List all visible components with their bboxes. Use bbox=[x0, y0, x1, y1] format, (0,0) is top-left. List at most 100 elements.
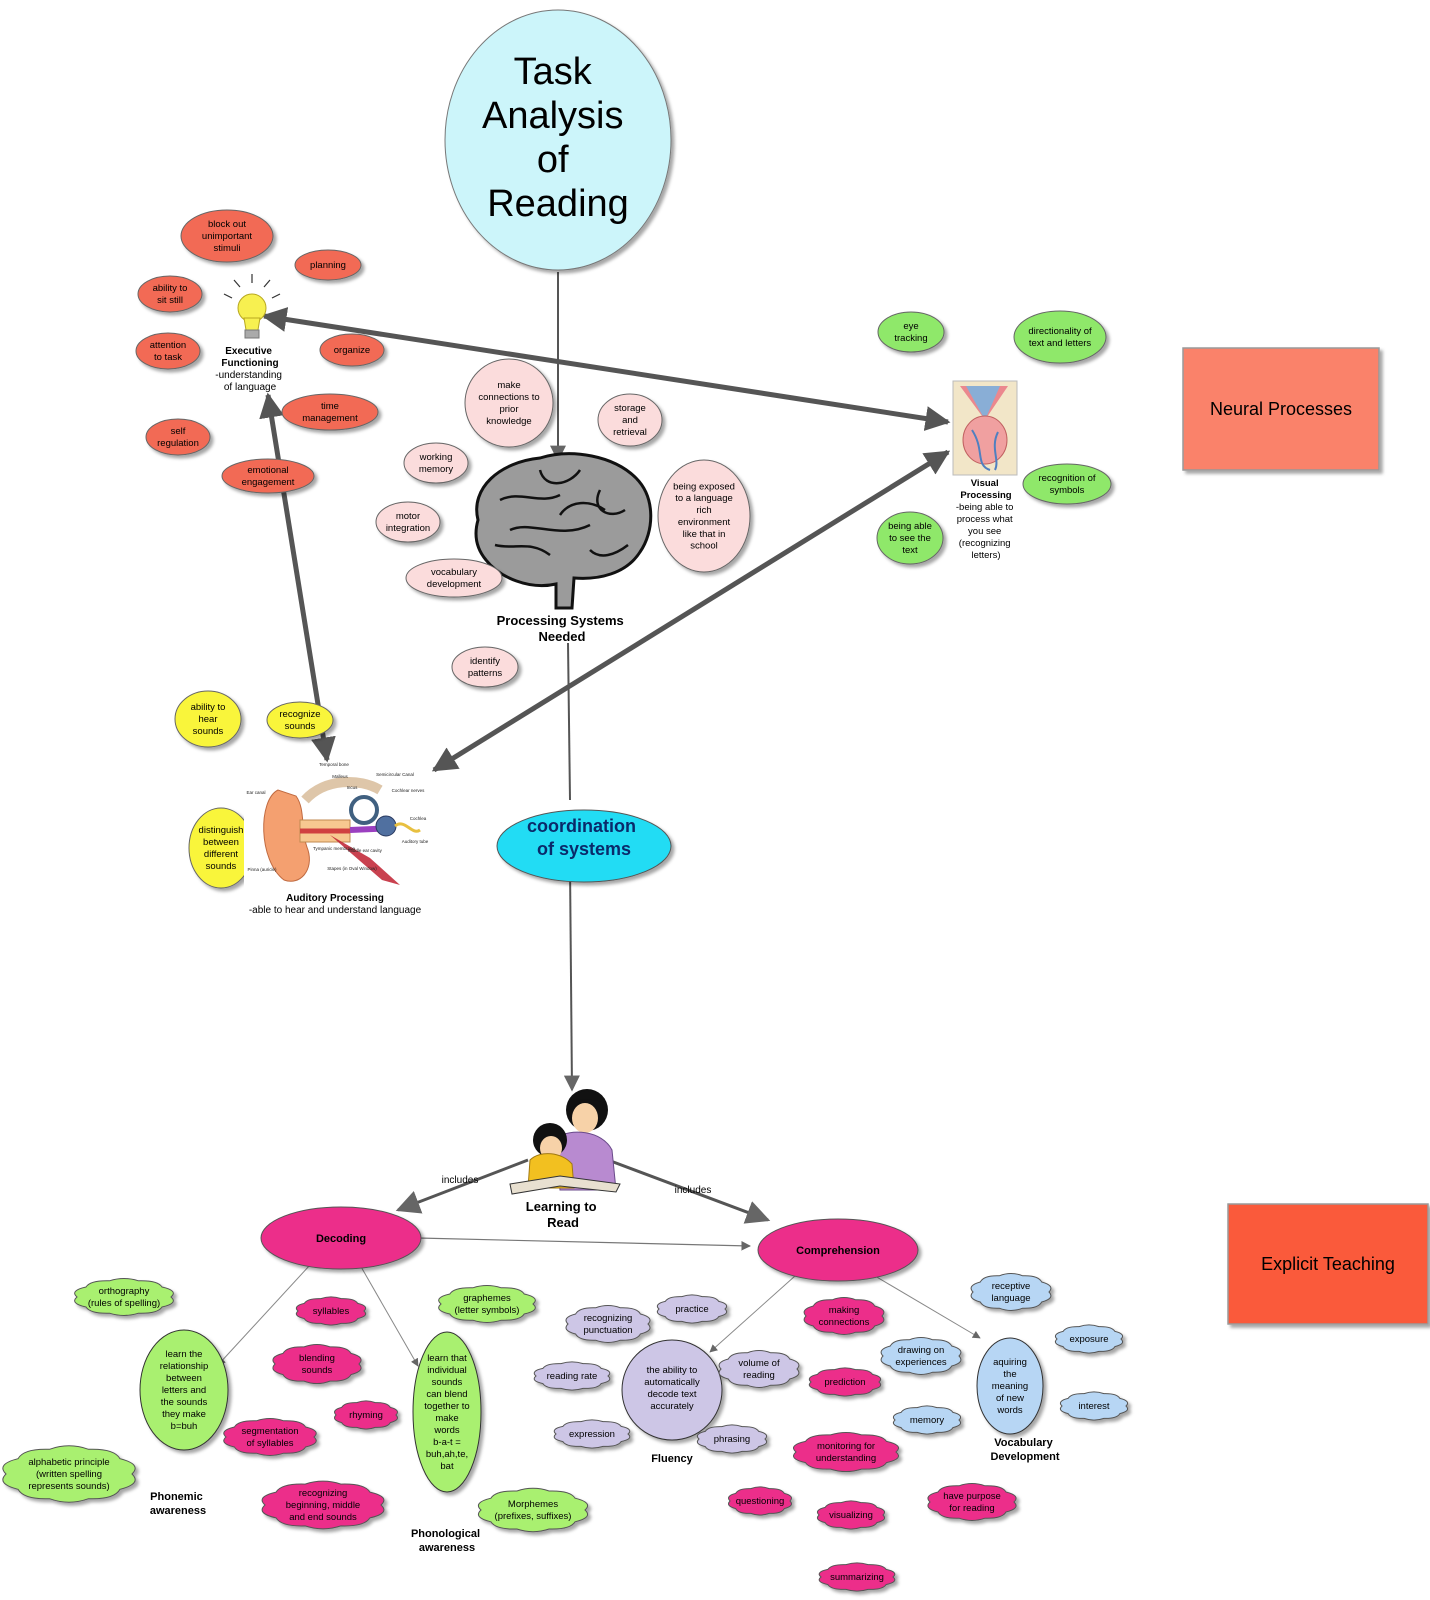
processing-node-line: retrieval bbox=[613, 427, 647, 438]
fluency-cloud-line: punctuation bbox=[583, 1325, 632, 1336]
processing-node-shape bbox=[451, 646, 519, 688]
comprehension-node bbox=[757, 1218, 919, 1282]
executive-node-shape bbox=[145, 418, 211, 456]
vocab-line: the bbox=[1003, 1369, 1016, 1380]
executive-node-shape bbox=[319, 333, 385, 367]
auditory-node-line: sounds bbox=[193, 726, 224, 737]
comprehension-pink-cloud-shape bbox=[818, 1562, 896, 1592]
phonemic-line: b=buh bbox=[171, 1421, 198, 1432]
fluency-cloud-line: volume of bbox=[738, 1358, 780, 1369]
comprehension-pink-cloud-shape bbox=[816, 1500, 886, 1530]
title-text: Task Analysis of Reading bbox=[482, 51, 634, 225]
executive-desc: -understanding of language bbox=[215, 370, 285, 393]
explicit-teaching-text: Explicit Teaching bbox=[1261, 1254, 1395, 1274]
comprehension-pink-cloud-text: summarizing bbox=[830, 1572, 884, 1583]
comprehension-pink-cloud-line: questioning bbox=[736, 1496, 785, 1507]
phonological-label: Phonological awareness bbox=[411, 1528, 483, 1554]
fluency-line: accurately bbox=[650, 1401, 694, 1412]
fluency-cloud: reading rate bbox=[533, 1361, 611, 1391]
fluency-line: decode text bbox=[647, 1389, 696, 1400]
vocab-node bbox=[976, 1337, 1044, 1435]
green-cloud-text: Morphemes(prefixes, suffixes) bbox=[495, 1499, 572, 1522]
vocab-cloud-text: exposure bbox=[1069, 1334, 1108, 1345]
comprehension-pink-cloud-text: questioning bbox=[736, 1496, 785, 1507]
fluency-cloud-shape bbox=[718, 1350, 800, 1388]
executive-node-line: block out bbox=[208, 219, 246, 230]
fluency-cloud: practice bbox=[656, 1294, 728, 1324]
processing-node-line: knowledge bbox=[486, 416, 531, 427]
comprehension-pink-cloud-shape bbox=[728, 1486, 792, 1516]
vocab-cloud: memory bbox=[892, 1405, 962, 1435]
fluency-cloud-shape bbox=[565, 1305, 651, 1343]
phonological-line: bat bbox=[440, 1461, 454, 1472]
comprehension-pink-cloud-line: for reading bbox=[949, 1503, 994, 1514]
brain-icon bbox=[474, 452, 653, 610]
decoding-pink-cloud-text: syllables bbox=[313, 1306, 350, 1317]
visual-label: Visual Processing bbox=[960, 478, 1011, 501]
vocab-cloud-shape bbox=[1054, 1324, 1124, 1354]
vocab-line: meaning bbox=[992, 1381, 1028, 1392]
decoding-pink-cloud-line: segmentation bbox=[241, 1426, 298, 1437]
green-cloud-shape bbox=[2, 1445, 136, 1503]
vocab-cloud-line: drawing on bbox=[898, 1345, 944, 1356]
green-cloud-line: orthography bbox=[99, 1286, 150, 1297]
processing-node-line: like that in bbox=[683, 529, 726, 540]
comprehension-pink-cloud-line: prediction bbox=[824, 1377, 865, 1388]
processing-node-line: memory bbox=[419, 464, 454, 475]
comprehension-pink-cloud-line: monitoring for bbox=[817, 1441, 875, 1452]
phonological-line: make bbox=[435, 1413, 458, 1424]
comprehension-pink-cloud-line: visualizing bbox=[829, 1510, 873, 1521]
decoding-pink-cloud-shape bbox=[272, 1343, 362, 1385]
green-cloud-line: (written spelling bbox=[36, 1469, 102, 1480]
fluency-cloud: expression bbox=[553, 1419, 631, 1449]
processing-node-line: integration bbox=[386, 523, 430, 534]
visual-node-line: recognition of bbox=[1038, 473, 1095, 484]
fluency-cloud-text: reading rate bbox=[547, 1371, 598, 1382]
auditory-label: Auditory Processing bbox=[286, 893, 384, 904]
decoding-pink-cloud-text: rhyming bbox=[349, 1410, 383, 1421]
phonological-line: together to bbox=[424, 1401, 469, 1412]
green-cloud-line: (prefixes, suffixes) bbox=[495, 1511, 572, 1522]
executive-node-line: to task bbox=[154, 352, 182, 363]
auditory-node-shape bbox=[266, 701, 334, 739]
phonological-line: words bbox=[433, 1425, 460, 1436]
phonemic-label: Phonemic awareness bbox=[150, 1491, 206, 1517]
parent-child-reading-icon bbox=[509, 1089, 621, 1195]
phonological-line: can blend bbox=[426, 1389, 467, 1400]
processing-node-line: working bbox=[419, 452, 453, 463]
phonemic-line: letters and bbox=[162, 1385, 206, 1396]
visual-pathway-image bbox=[952, 380, 1018, 476]
processing-node-line: prior bbox=[499, 404, 518, 415]
visual-node-line: eye bbox=[903, 321, 918, 332]
green-cloud-line: alphabetic principle bbox=[28, 1457, 109, 1468]
green-cloud-shape bbox=[74, 1278, 174, 1316]
comprehension-pink-cloud-shape bbox=[793, 1431, 899, 1473]
comprehension-pink-cloud: visualizing bbox=[816, 1500, 886, 1530]
fluency-cloud-line: practice bbox=[675, 1304, 708, 1315]
executive-node-shape bbox=[294, 249, 362, 281]
visual-node-line: text bbox=[902, 545, 918, 556]
vocab-cloud-line: receptive bbox=[992, 1281, 1031, 1292]
neural-processes-text: Neural Processes bbox=[1210, 399, 1352, 419]
executive-node-line: planning bbox=[310, 260, 346, 271]
executive-label: Executive Functioning bbox=[221, 346, 278, 369]
title-node bbox=[444, 9, 672, 271]
vocab-cloud-line: memory bbox=[910, 1415, 945, 1426]
executive-node-line: time bbox=[321, 401, 339, 412]
decoding-pink-cloud-line: of syllables bbox=[247, 1438, 294, 1449]
auditory-node-line: ability to bbox=[191, 702, 226, 713]
visual-node-line: text and letters bbox=[1029, 338, 1092, 349]
coordination-text: coordination of systems bbox=[527, 816, 641, 859]
